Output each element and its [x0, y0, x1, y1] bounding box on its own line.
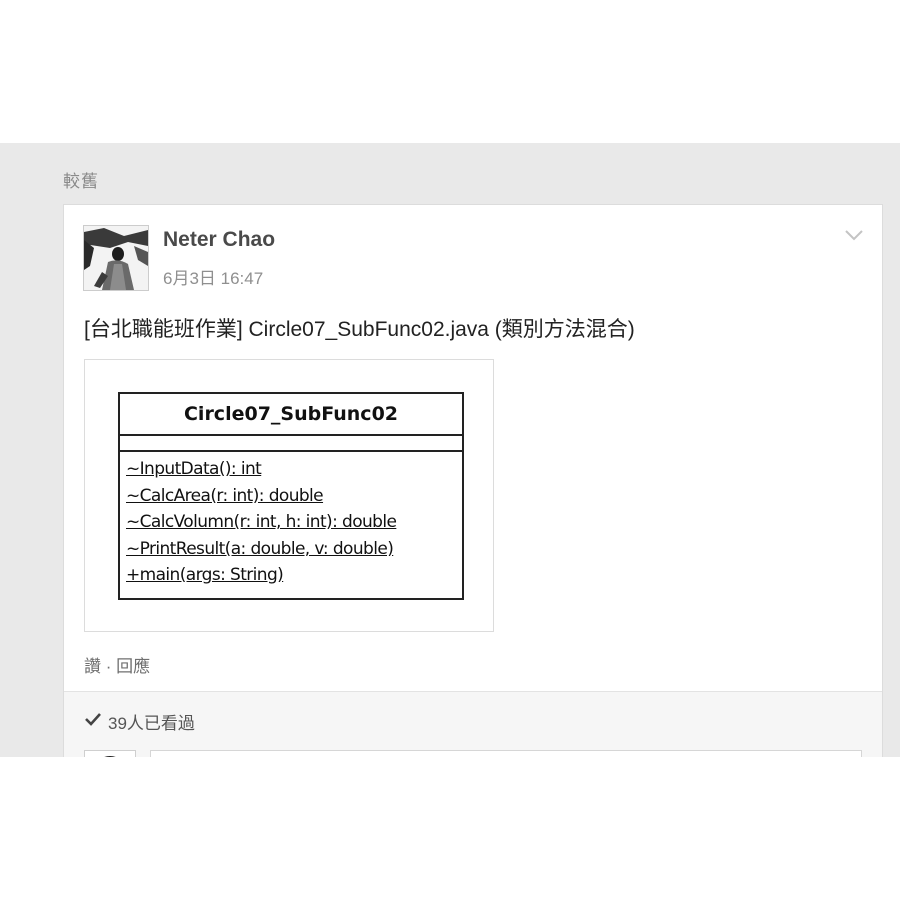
- post-attachment-image[interactable]: Circle07_SubFunc02 ~InputData(): int ~Ca…: [84, 359, 494, 632]
- uml-operation: ~CalcVolumn(r: int, h: int): double: [126, 512, 397, 533]
- post-text: [台北職能班作業] Circle07_SubFunc02.java (類別方法混…: [84, 318, 635, 341]
- post-actions: 讚 · 回應: [84, 652, 150, 677]
- uml-class-box: Circle07_SubFunc02 ~InputData(): int ~Ca…: [118, 392, 464, 600]
- author-avatar[interactable]: [83, 225, 149, 291]
- uml-operation: ~InputData(): int: [126, 459, 262, 479]
- post-footer: 39人已看過: [64, 691, 882, 757]
- author-name[interactable]: Neter Chao: [163, 228, 276, 251]
- uml-operations-section: ~InputData(): int ~CalcArea(r: int): dou…: [120, 452, 462, 589]
- uml-attributes-section: [120, 436, 462, 452]
- seen-by[interactable]: 39人已看過: [84, 709, 195, 734]
- seen-count: 39人已看過: [108, 714, 195, 733]
- comment-input[interactable]: [150, 750, 862, 757]
- uml-class-name: Circle07_SubFunc02: [120, 394, 462, 436]
- section-label: 較舊: [63, 172, 99, 191]
- action-separator: ·: [101, 657, 117, 676]
- avatar-photo: [84, 226, 148, 290]
- post-card: Neter Chao 6月3日 16:47 [台北職能班作業] Circle07…: [63, 204, 883, 757]
- post-timestamp[interactable]: 6月3日 16:47: [163, 269, 264, 288]
- chevron-down-icon[interactable]: [842, 225, 866, 245]
- reply-link[interactable]: 回應: [116, 657, 151, 676]
- uml-operation: ~PrintResult(a: double, v: double): [126, 538, 394, 559]
- uml-operation: ~CalcArea(r: int): double: [126, 485, 324, 506]
- like-link[interactable]: 讚: [84, 657, 101, 676]
- check-icon: [84, 711, 102, 732]
- commenter-avatar: [84, 750, 136, 757]
- uml-operation: +main(args: String): [126, 565, 284, 586]
- feed: 較舊 Neter Chao 6月3日 16:47 [台北職能班作業] Circl…: [0, 143, 900, 757]
